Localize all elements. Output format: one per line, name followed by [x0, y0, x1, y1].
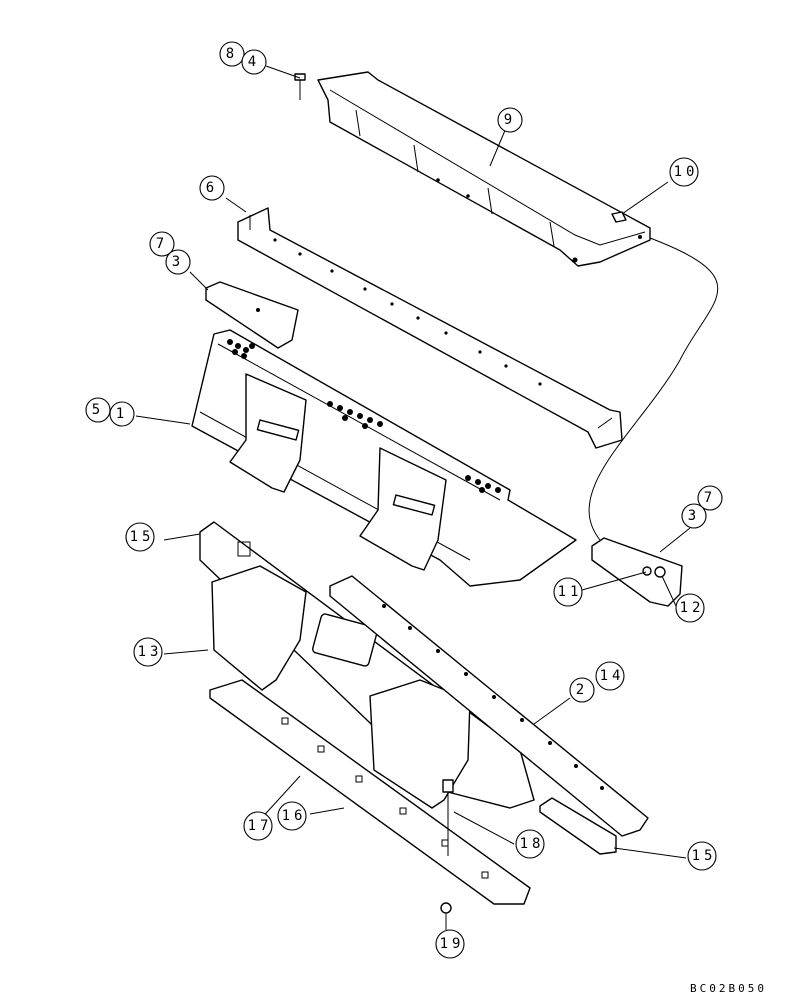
callout-2: 2 — [569, 677, 595, 703]
svg-text:3: 3 — [172, 254, 184, 270]
callout-7-lower: 7 — [697, 485, 723, 511]
svg-text:4: 4 — [248, 54, 260, 70]
svg-text:18: 18 — [520, 836, 545, 852]
callout-3-lower: 3 — [681, 503, 707, 529]
svg-text:7: 7 — [156, 236, 168, 252]
part-6-flat-bar — [237, 207, 623, 449]
callout-15-lower: 15 — [687, 841, 717, 871]
callout-8: 8 — [219, 41, 245, 67]
svg-text:11: 11 — [558, 584, 583, 600]
part-14-cutting-edge — [329, 575, 649, 837]
svg-text:8: 8 — [226, 46, 238, 62]
callout-18: 18 — [515, 829, 545, 859]
svg-text:16: 16 — [282, 808, 307, 824]
nut-part-19 — [440, 902, 452, 914]
drawing-reference: BC02B050 — [690, 982, 767, 995]
callout-13: 13 — [133, 637, 163, 667]
part-1-bucket-body — [191, 329, 577, 587]
callout-7-upper: 7 — [149, 231, 175, 257]
svg-text:9: 9 — [504, 112, 516, 128]
bolt-part-4 — [294, 73, 306, 100]
leader-lines — [135, 65, 691, 930]
callout-3-upper: 3 — [165, 249, 191, 275]
svg-text:17: 17 — [248, 818, 273, 834]
svg-text:10: 10 — [674, 164, 699, 180]
part-15-end-piece — [539, 797, 617, 855]
callout-6: 6 — [199, 175, 225, 201]
callout-12: 12 — [675, 593, 705, 623]
nut-part-10 — [611, 211, 627, 223]
bolt-part-18 — [442, 779, 454, 856]
nut-part-12 — [654, 566, 666, 578]
svg-text:5: 5 — [92, 402, 104, 418]
callout-10: 10 — [669, 157, 699, 187]
callout-1: 1 — [109, 401, 135, 427]
svg-text:14: 14 — [600, 668, 625, 684]
callout-11: 11 — [553, 577, 583, 607]
callout-9: 9 — [497, 107, 523, 133]
callout-4: 4 — [241, 49, 267, 75]
svg-text:19: 19 — [440, 936, 465, 952]
callout-15-upper: 15 — [125, 522, 155, 552]
svg-text:15: 15 — [692, 848, 717, 864]
part-3-lower-side-plate — [591, 537, 683, 607]
svg-text:7: 7 — [704, 490, 716, 506]
part-13-lower-frame — [199, 521, 535, 809]
svg-text:2: 2 — [576, 682, 588, 698]
svg-text:12: 12 — [680, 600, 705, 616]
bolt-part-11 — [642, 566, 652, 576]
svg-text:3: 3 — [688, 508, 700, 524]
svg-text:15: 15 — [130, 529, 155, 545]
leader-curve — [588, 237, 719, 541]
svg-text:1: 1 — [116, 406, 128, 422]
svg-text:6: 6 — [206, 180, 218, 196]
callout-19: 19 — [435, 929, 465, 959]
part-9-rear-brace — [317, 71, 651, 267]
callout-17: 17 — [243, 811, 273, 841]
part-3-upper-side-plate — [205, 281, 299, 349]
callout-5: 5 — [85, 397, 111, 423]
callout-16: 16 — [277, 801, 307, 831]
svg-text:13: 13 — [138, 644, 163, 660]
callout-14: 14 — [595, 661, 625, 691]
